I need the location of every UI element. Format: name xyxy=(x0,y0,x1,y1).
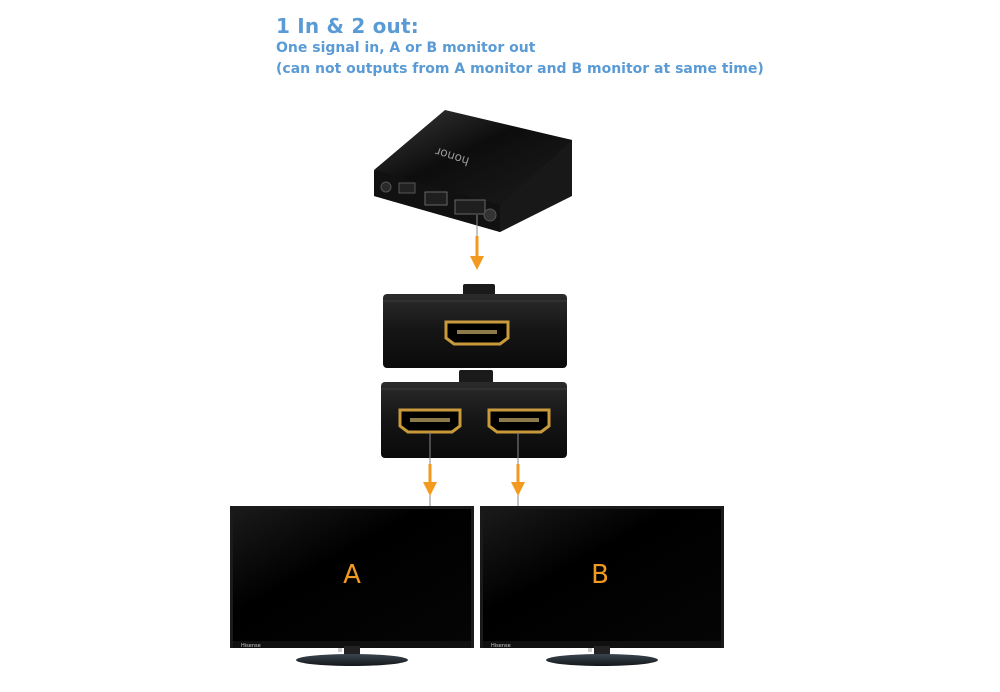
audio-port-icon xyxy=(380,181,392,193)
usb-port-icon xyxy=(398,182,416,194)
monitor-a: Hisense xyxy=(230,506,474,666)
monitor-b: Hisense xyxy=(480,506,724,666)
monitor-a-label: A xyxy=(343,560,361,590)
diagram-subtitle: One signal in, A or B monitor out xyxy=(276,40,536,56)
usb-port-2-icon xyxy=(424,191,448,206)
monitor-b-brand: Hisense xyxy=(491,643,511,649)
arrow-to-monitor-a-icon xyxy=(423,432,437,508)
hdmi-switch-output-side xyxy=(381,370,567,458)
diagram-note: (can not outputs from A monitor and B mo… xyxy=(276,61,764,77)
monitor-b-label: B xyxy=(591,560,609,590)
source-device: honor xyxy=(374,110,572,232)
hdmi-input-port-icon xyxy=(444,320,510,346)
hdmi-output-port-b-icon xyxy=(487,408,551,434)
arrow-source-to-switch-icon xyxy=(470,215,484,270)
diagram-title: 1 In & 2 out: xyxy=(276,14,419,38)
hdmi-out-port-icon xyxy=(454,199,486,215)
header: 1 In & 2 out: One signal in, A or B moni… xyxy=(276,14,764,80)
hdmi-output-port-a-icon xyxy=(398,408,462,434)
arrow-to-monitor-b-icon xyxy=(511,432,525,508)
monitor-a-brand: Hisense xyxy=(241,643,261,649)
power-port-icon xyxy=(483,208,497,222)
hdmi-switch-input-side xyxy=(383,284,567,368)
